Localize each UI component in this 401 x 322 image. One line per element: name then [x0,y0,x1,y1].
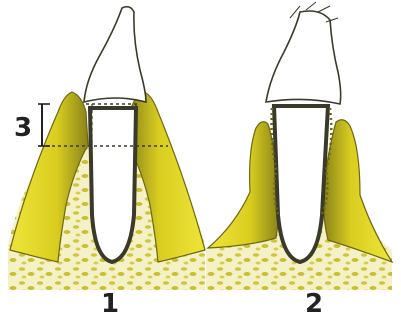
measurement-label: 3 [14,113,32,143]
panel-1-label: 1 [101,289,119,319]
panel-2-crown [266,11,341,104]
panel-2-label: 2 [305,289,323,319]
panel-2-periodontitis-tooth [206,2,392,290]
panel-2-right-cortical-bone [324,120,393,262]
panel-1-healthy-tooth [8,7,205,290]
panel-2-root [274,106,328,262]
panel-1-root [90,108,136,262]
panel-1-crown [84,7,146,102]
panel-2-left-cortical-bone [208,122,279,248]
